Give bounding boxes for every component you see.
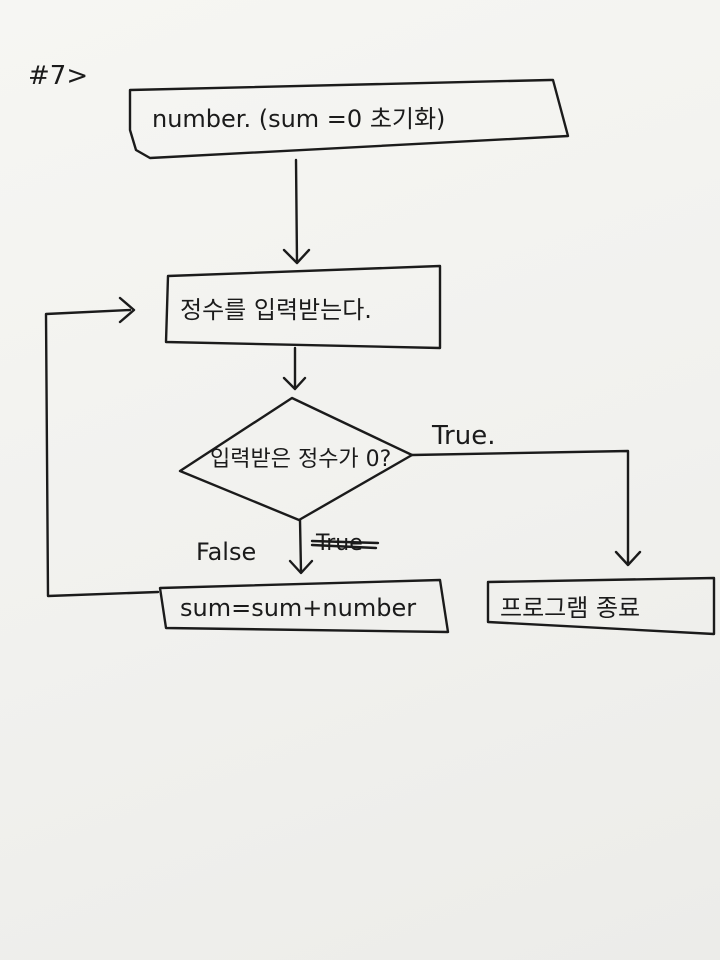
arrowhead-false-branch xyxy=(288,559,314,575)
init-box xyxy=(128,78,570,160)
init-text: number. (sum =0 초기화) xyxy=(152,105,445,133)
arrowhead-true-branch xyxy=(614,550,642,567)
arrow-init-to-input xyxy=(294,158,299,264)
decision-text: 입력받은 정수가 0? xyxy=(210,447,391,472)
input-box xyxy=(164,264,442,350)
struck-label: True xyxy=(315,531,363,556)
arrow-true-branch xyxy=(410,449,630,564)
strikethrough xyxy=(310,539,380,550)
arrow-loop-back xyxy=(44,308,160,598)
end-text: 프로그램 종료 xyxy=(500,594,640,622)
input-text: 정수를 입력받는다. xyxy=(180,296,372,324)
add-box xyxy=(158,578,450,634)
true-label: True. xyxy=(431,421,496,451)
problem-label: #7> xyxy=(28,61,88,91)
add-text: sum=sum+number xyxy=(180,594,416,622)
arrowhead-input-to-decision xyxy=(282,376,307,391)
end-box xyxy=(486,576,716,636)
false-label: False xyxy=(196,538,256,566)
arrowhead-init-to-input xyxy=(282,248,311,265)
arrow-false-branch xyxy=(298,518,303,574)
arrowhead-loop-back xyxy=(118,296,136,324)
